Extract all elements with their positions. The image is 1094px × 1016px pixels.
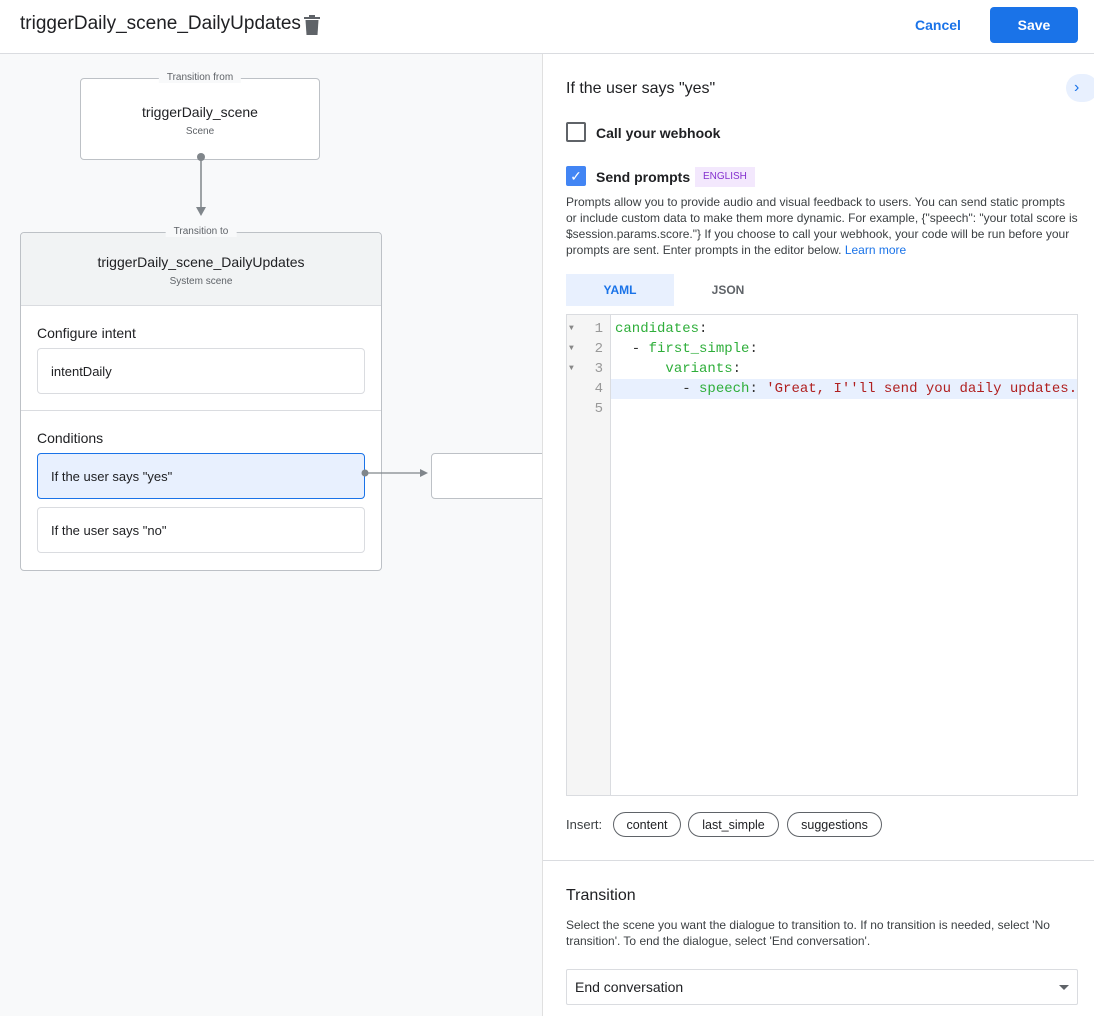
from-scene-name: triggerDaily_scene — [142, 104, 258, 120]
insert-chip-suggestions[interactable]: suggestions — [787, 812, 882, 837]
send-prompts-checkbox[interactable]: ✓ — [566, 166, 586, 186]
top-bar: triggerDaily_scene_DailyUpdates Cancel S… — [0, 0, 1094, 54]
transition-select[interactable]: End conversation — [566, 969, 1078, 1005]
active-line-highlight — [611, 379, 1077, 399]
tab-json[interactable]: JSON — [711, 283, 745, 297]
scene-canvas: Transition from triggerDaily_scene Scene… — [0, 54, 551, 1016]
transition-to-node: Transition to triggerDaily_scene_DailyUp… — [20, 226, 382, 571]
check-icon: ✓ — [570, 167, 582, 184]
transition-from-legend: Transition from — [158, 72, 242, 83]
code-editor[interactable]: ▼1 ▼2 ▼3 4 5 candidates: - first_simple:… — [566, 314, 1078, 796]
learn-more-link[interactable]: Learn more — [844, 243, 907, 257]
insert-chip-last-simple[interactable]: last_simple — [688, 812, 779, 837]
code-line-2: - first_simple: — [615, 341, 758, 357]
insert-label: Insert: — [566, 817, 603, 832]
panel-title: If the user says "yes" — [566, 80, 716, 97]
webhook-checkbox[interactable] — [566, 122, 586, 142]
language-badge: ENGLISH — [695, 167, 755, 187]
transition-description: Select the scene you want the dialogue t… — [566, 918, 1050, 948]
dropdown-arrow-icon — [1059, 985, 1069, 990]
insert-chip-content[interactable]: content — [613, 812, 681, 837]
code-line-3: variants: — [665, 361, 742, 377]
code-line-1: candidates: — [615, 321, 708, 337]
configure-intent-label: Configure intent — [37, 325, 136, 341]
divider — [543, 860, 1094, 861]
description-text: Prompts allow you to provide audio and v… — [566, 195, 1078, 257]
from-scene-type: Scene — [185, 126, 215, 137]
webhook-label: Call your webhook — [596, 125, 721, 141]
condition-no[interactable]: If the user says "no" — [37, 507, 365, 553]
transition-from-node[interactable]: Transition from triggerDaily_scene Scene — [80, 72, 320, 160]
condition-yes[interactable]: If the user says "yes" — [37, 453, 365, 499]
line-number-row: ▼1 — [569, 321, 603, 337]
save-button[interactable]: Save — [990, 7, 1078, 43]
fold-icon[interactable]: ▼ — [569, 344, 574, 353]
transition-title: Transition — [566, 887, 636, 904]
intent-item[interactable]: intentDaily — [37, 348, 365, 394]
target-node[interactable] — [431, 453, 551, 499]
conditions-label: Conditions — [37, 430, 104, 446]
code-line-4: - speech: 'Great, I''ll send you daily u… — [615, 381, 1077, 397]
line-number-row: ▼3 — [569, 361, 603, 377]
transition-arrow — [196, 153, 206, 216]
transition-to-legend: Transition to — [165, 226, 237, 237]
transition-select-value: End conversation — [575, 979, 684, 995]
collapse-panel-chevron-icon[interactable]: › — [1066, 74, 1094, 102]
fold-icon[interactable]: ▼ — [569, 324, 574, 333]
to-scene-name: triggerDaily_scene_DailyUpdates — [97, 254, 305, 270]
condition-arrow — [361, 469, 428, 477]
to-scene-type: System scene — [169, 276, 233, 287]
line-number-row: 4 — [594, 381, 603, 397]
fold-icon[interactable]: ▼ — [569, 364, 574, 373]
page-title: triggerDaily_scene_DailyUpdates — [20, 13, 301, 34]
tab-yaml[interactable]: YAML — [566, 274, 674, 306]
delete-icon[interactable] — [304, 15, 320, 35]
send-prompts-label: Send prompts — [596, 169, 691, 185]
line-number-row: ▼2 — [569, 341, 603, 357]
cancel-button[interactable]: Cancel — [904, 8, 972, 42]
line-gutter — [567, 315, 611, 795]
prompts-description: Prompts allow you to provide audio and v… — [566, 194, 1078, 258]
line-number-row: 5 — [594, 401, 603, 417]
